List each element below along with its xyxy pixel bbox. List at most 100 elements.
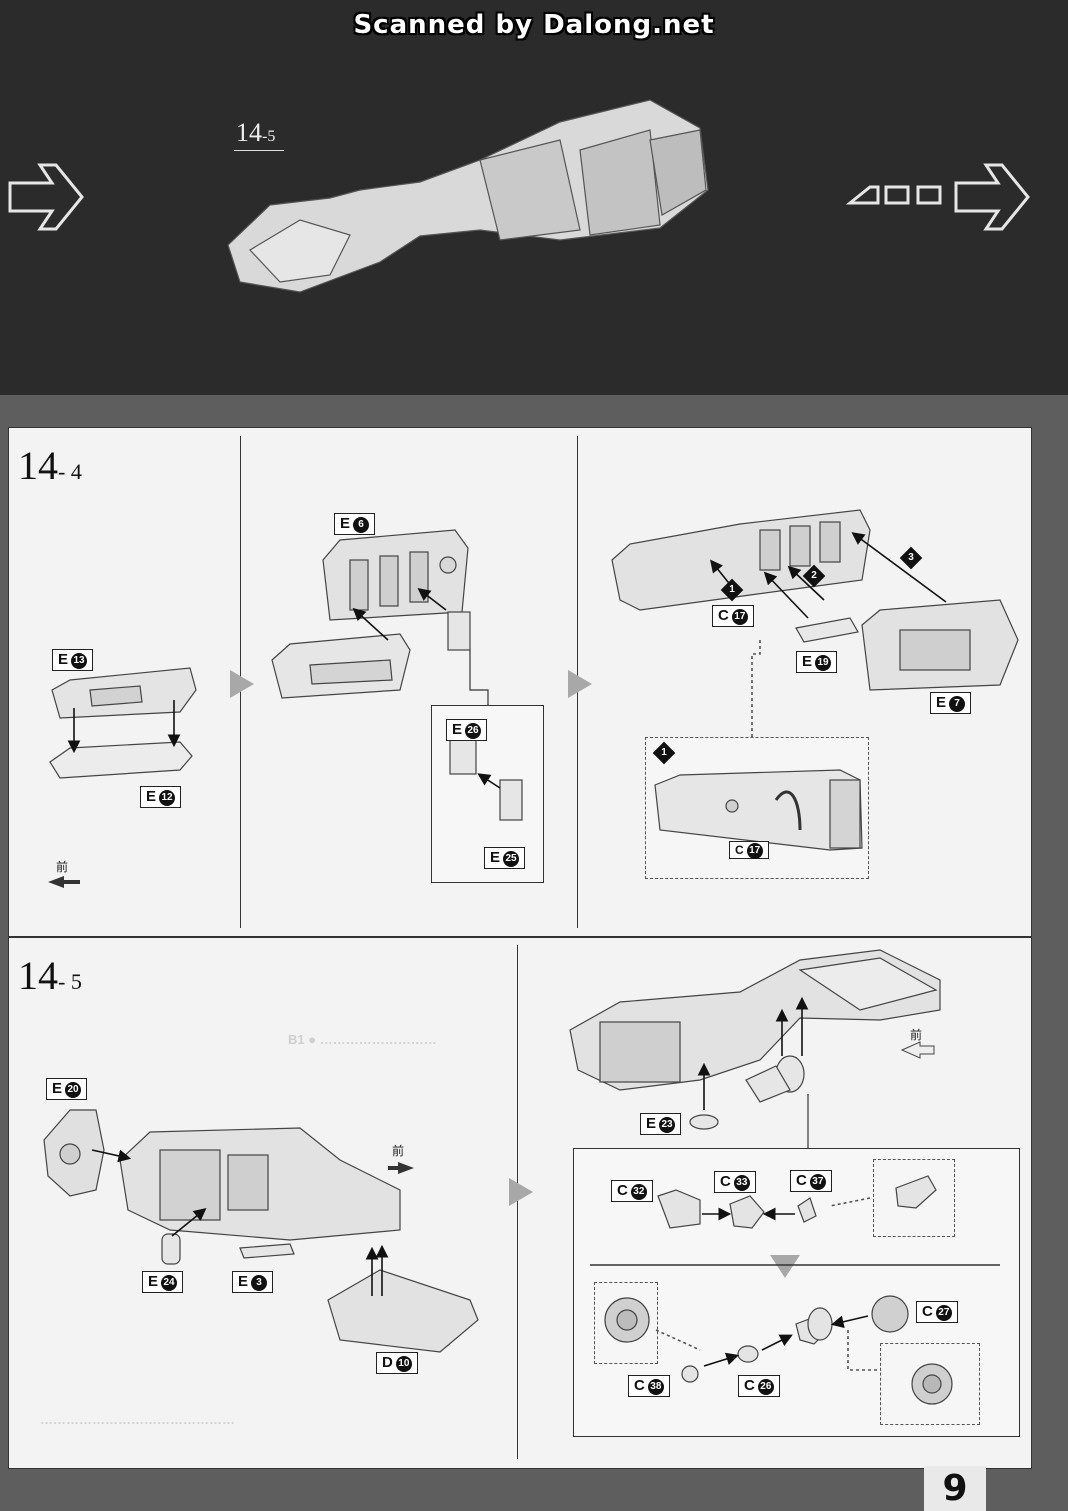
- preview-artwork: [8, 99, 1030, 293]
- assembly-arrows-step-14-4-mid: [352, 588, 501, 789]
- part-letter: C: [922, 1303, 933, 1320]
- callout-number-3-text: 3: [908, 552, 914, 563]
- part-letter: E: [936, 694, 947, 711]
- part-number: 17: [731, 609, 748, 625]
- part-letter: E: [148, 1273, 159, 1290]
- part-number: 26: [757, 1379, 774, 1395]
- part-letter: E: [802, 653, 813, 670]
- detail-callout-number-1-text: 1: [661, 747, 667, 758]
- front-direction-arrow-1: [48, 876, 80, 888]
- row-divider: [8, 936, 1031, 938]
- preview-step-main: 14: [236, 118, 262, 147]
- step-flow-arrows: [230, 670, 800, 1278]
- assembly-arrows-step-14-5-right: [697, 996, 809, 1148]
- part-number: 38: [647, 1379, 664, 1395]
- part-letter: C: [744, 1377, 755, 1394]
- part-number: 26: [465, 723, 482, 739]
- part-number: 33: [733, 1175, 750, 1191]
- part-number: 7: [949, 696, 966, 712]
- part-letter: D: [382, 1354, 393, 1371]
- part-letter: E: [646, 1115, 657, 1132]
- watermark-text: Scanned by Dalong.net: [353, 10, 715, 40]
- part-body-14-5-illustration: [119, 1127, 401, 1241]
- part-number: 3: [251, 1275, 268, 1291]
- part-nozzle-illustration: [745, 1055, 805, 1103]
- part-e6-illustration: [322, 529, 469, 621]
- part-e3-illustration: [239, 1243, 295, 1259]
- part-e25-small-illustration: [447, 611, 523, 821]
- front-label-3: 前: [910, 1028, 923, 1042]
- part-number: 12: [159, 790, 176, 806]
- part-letter: C: [796, 1172, 807, 1189]
- ghost-background-text-1: B1 ● ………………………: [288, 1032, 437, 1047]
- part-letter: C: [735, 843, 744, 857]
- assembled-part-illustration: [227, 99, 709, 293]
- assembly-arrows-e13-e12: [67, 700, 181, 754]
- preview-step-label: 14-5: [236, 118, 275, 148]
- part-letter: E: [452, 721, 463, 738]
- part-letter: C: [617, 1182, 628, 1199]
- part-letter: C: [634, 1377, 645, 1394]
- front-direction-arrow-2: [388, 1162, 414, 1174]
- preview-step-sub: -5: [262, 128, 276, 145]
- part-main-body-illustration: [611, 509, 871, 611]
- preview-label-leader: [234, 150, 284, 151]
- part-d10-illustration: [327, 1269, 479, 1353]
- step-14-5-sub: - 5: [58, 969, 82, 994]
- part-assembled-14-5-illustration: [569, 949, 941, 1091]
- part-number: 10: [395, 1356, 412, 1372]
- step-14-5-main: 14: [18, 953, 58, 998]
- ghost-background-text-2: ………………………………………: [40, 1412, 235, 1427]
- detail-callout-number-1: 1: [652, 741, 676, 765]
- part-letter: C: [720, 1173, 731, 1190]
- part-e13-illustration: [51, 667, 197, 719]
- part-e12-illustration: [49, 741, 193, 779]
- part-letter: E: [146, 788, 157, 805]
- left-arrow-icon: [8, 163, 84, 231]
- callout-number-2: 2: [802, 564, 826, 588]
- part-letter: E: [52, 1080, 63, 1097]
- nozzle-detail-parts: [604, 1175, 953, 1405]
- part-e24-illustration: [161, 1233, 181, 1265]
- step-14-4-main: 14: [18, 443, 58, 488]
- part-number: 20: [65, 1082, 82, 1098]
- part-number: 27: [935, 1305, 952, 1321]
- part-number: 17: [746, 843, 763, 859]
- part-number: 6: [353, 517, 370, 533]
- nozzle-subassembly-arrows: [655, 1197, 880, 1371]
- callout-number-2-text: 2: [811, 570, 817, 581]
- part-number: 32: [630, 1184, 647, 1200]
- part-letter: E: [340, 515, 351, 532]
- callout-number-1: 1: [720, 578, 744, 602]
- part-letter: E: [58, 651, 69, 668]
- part-number: 23: [659, 1117, 676, 1133]
- part-e23-illustration: [689, 1114, 719, 1130]
- part-number: 13: [71, 653, 88, 669]
- column-divider-3: [517, 945, 518, 1459]
- c27-detail-callout: [880, 1343, 980, 1425]
- part-letter: C: [718, 607, 729, 624]
- part-letter: E: [490, 849, 501, 866]
- part-barrel-illustration: [271, 633, 411, 699]
- right-arrow-icon: [845, 163, 1030, 231]
- step-14-5-label: 14- 5: [18, 952, 82, 999]
